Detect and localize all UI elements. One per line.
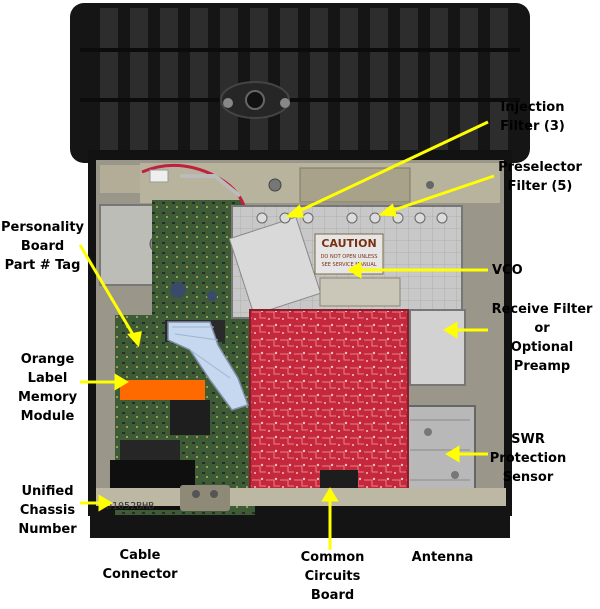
vco-label: VCO [492,263,523,278]
arrow-orange-label [114,373,129,391]
common-circuits-label: Common Circuits Board [300,550,365,603]
receive-filter [409,309,466,386]
orange-label-label: Orange Label Memory Module [17,352,78,424]
antenna-label: Antenna [411,550,474,565]
cable-connector-label: Cable Connector [102,548,178,582]
caution-subtext: DO NOT OPEN UNLESS [321,254,378,260]
white-connector [149,169,169,183]
coax-cable [180,174,242,198]
heat-sink [70,3,530,163]
arrow-chassis-number [98,494,113,512]
vco-shield: CAUTION DO NOT OPEN UNLESS SEE SERVICE M… [228,205,463,319]
callout-arrows [78,120,495,550]
bottom-plate: D1052BHB [96,485,506,512]
chassis-number-text: D1052BHB [106,501,154,512]
injection-filter-label: Injection Filter (3) [500,100,565,134]
receive-filter-label: Receive Filter or Optional Preamp [491,302,593,374]
swr-sensor-label: SWR Protection Sensor [489,432,567,485]
arrow-common-circuits [321,487,339,502]
caution-manual: SEE SERVICE MANUAL [321,262,376,268]
arrow-swr-sensor [445,445,460,463]
arrow-preselector-filter [378,203,398,217]
ribbon-cable [167,321,249,411]
arrow-vco [347,261,362,279]
caution-title: CAUTION [321,237,376,250]
preselector-filter-label: Preselector Filter (5) [498,160,582,194]
orange-label-module [120,380,205,400]
unified-chassis-label: Unified Chassis Number [18,484,77,537]
personality-board-label: Personality Board Part # Tag [0,220,85,273]
arrow-personality-board [127,331,142,348]
left-pcb [110,200,255,515]
arrow-receive-filter [443,321,458,339]
common-circuits-board [249,309,409,497]
arrow-injection-filter [285,204,305,218]
